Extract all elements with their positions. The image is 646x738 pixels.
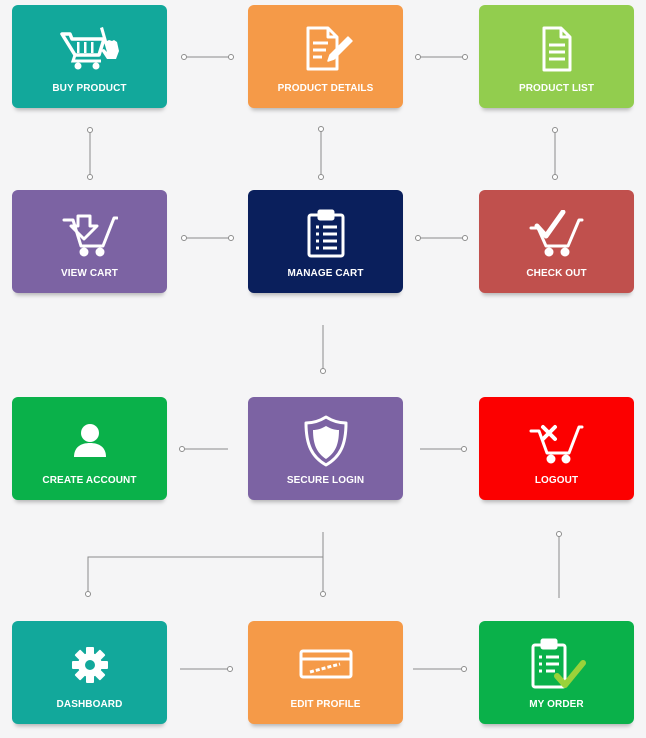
card-view-cart[interactable]: VIEW CART xyxy=(12,190,167,293)
connector-dot xyxy=(87,127,93,133)
connector-dot xyxy=(556,531,562,537)
gear-icon xyxy=(60,639,120,691)
connector-dot xyxy=(415,54,421,60)
connector-dot xyxy=(181,235,187,241)
connector-dot xyxy=(462,54,468,60)
card-product-details[interactable]: PRODUCT DETAILS xyxy=(248,5,403,108)
card-logout[interactable]: LOGOUT xyxy=(479,397,634,500)
cart-check-icon xyxy=(527,208,587,260)
connector-secure-dashboard xyxy=(87,556,323,594)
connector-dot xyxy=(85,591,91,597)
document-icon xyxy=(527,23,587,75)
clipboard-list-icon xyxy=(296,208,356,260)
card-label: SECURE LOGIN xyxy=(286,475,365,486)
card-manage-cart[interactable]: MANAGE CART xyxy=(248,190,403,293)
card-label: EDIT PROFILE xyxy=(290,699,361,710)
connector-dot xyxy=(320,368,326,374)
shield-icon xyxy=(296,415,356,467)
card-check-out[interactable]: CHECK OUT xyxy=(479,190,634,293)
connector-dot xyxy=(415,235,421,241)
card-create-account[interactable]: CREATE ACCOUNT xyxy=(12,397,167,500)
connector-dot xyxy=(552,127,558,133)
connector-dot xyxy=(318,174,324,180)
card-secure-login[interactable]: SECURE LOGIN xyxy=(248,397,403,500)
connector-dot xyxy=(228,54,234,60)
cart-x-icon xyxy=(527,415,587,467)
user-icon xyxy=(60,415,120,467)
card-label: MANAGE CART xyxy=(287,268,364,279)
card-label: CREATE ACCOUNT xyxy=(42,475,137,486)
connector-dot xyxy=(228,235,234,241)
cart-arrow-down-icon xyxy=(60,208,120,260)
card-label: CHECK OUT xyxy=(526,268,587,279)
card-buy-product[interactable]: BUY PRODUCT xyxy=(12,5,167,108)
connector-dot xyxy=(318,126,324,132)
card-label: DASHBOARD xyxy=(56,699,123,710)
card-label: PRODUCT DETAILS xyxy=(277,83,374,94)
connector-dot xyxy=(87,174,93,180)
card-label: VIEW CART xyxy=(60,268,118,279)
card-label: MY ORDER xyxy=(529,699,584,710)
card-product-list[interactable]: PRODUCT LIST xyxy=(479,5,634,108)
connector-dot xyxy=(462,235,468,241)
card-dashboard[interactable]: DASHBOARD xyxy=(12,621,167,724)
card-edit-icon xyxy=(296,639,356,691)
clipboard-check-icon xyxy=(527,638,587,691)
connector-dot xyxy=(179,446,185,452)
connector-dot xyxy=(461,666,467,672)
connector-dot xyxy=(181,54,187,60)
card-my-order[interactable]: MY ORDER xyxy=(479,621,634,724)
card-label: BUY PRODUCT xyxy=(52,83,127,94)
shopping-cart-hand-icon xyxy=(59,23,120,75)
connector-dot xyxy=(461,446,467,452)
document-edit-icon xyxy=(296,23,356,75)
connector-dot xyxy=(227,666,233,672)
card-label: PRODUCT LIST xyxy=(518,83,595,94)
connector-dot xyxy=(320,591,326,597)
card-label: LOGOUT xyxy=(534,475,579,486)
card-edit-profile[interactable]: EDIT PROFILE xyxy=(248,621,403,724)
connector-dot xyxy=(552,174,558,180)
